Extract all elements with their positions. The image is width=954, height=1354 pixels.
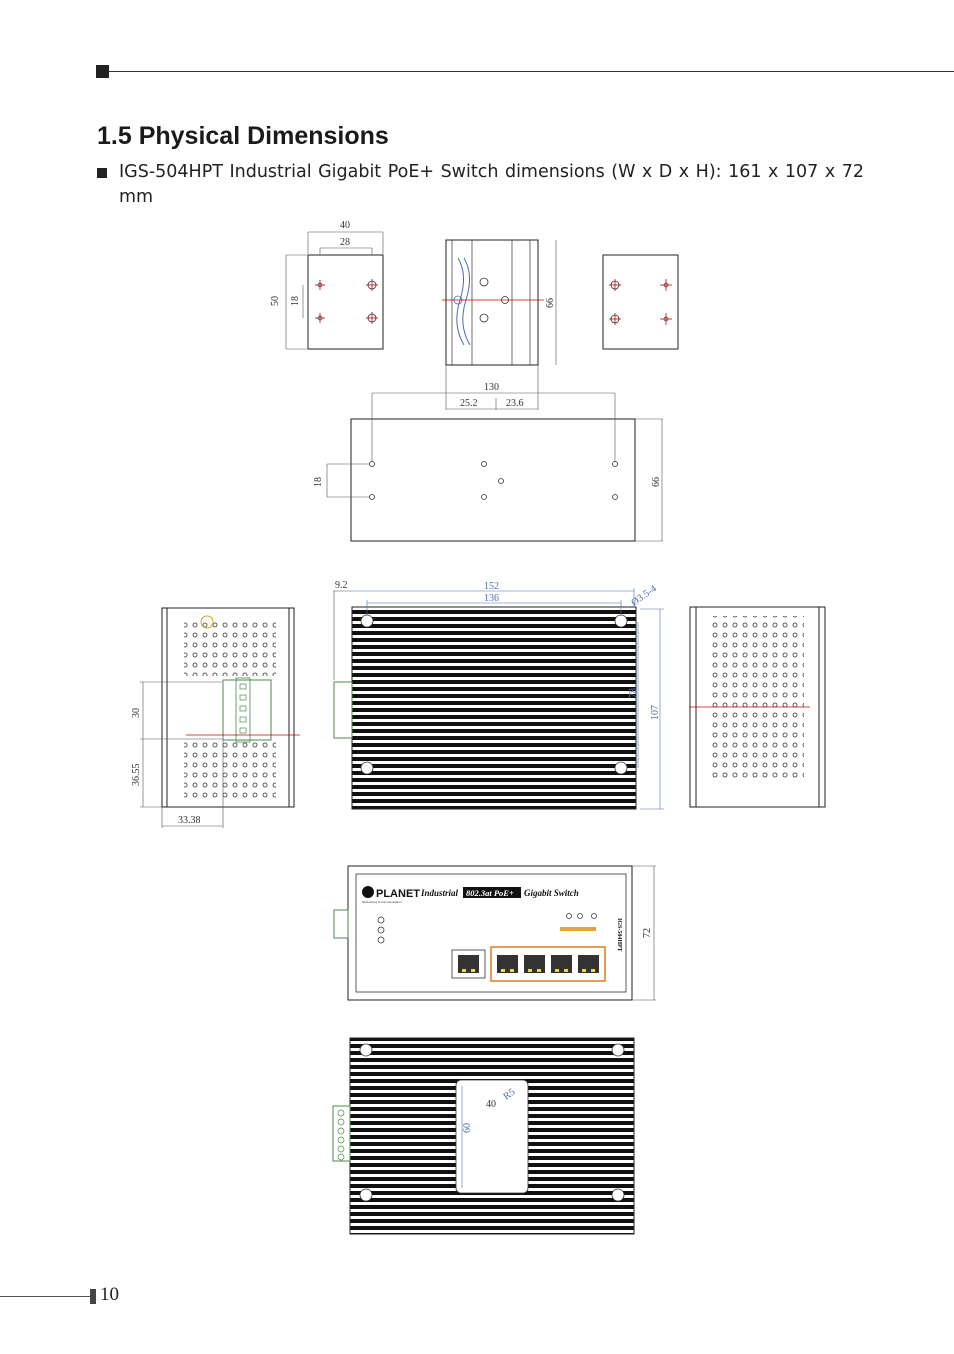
panel-title-right: Gigabit Switch: [524, 888, 579, 898]
dim-18: 18: [290, 296, 301, 306]
din-plate-front-view: 40 28 50 18: [270, 220, 384, 350]
dimensions-text: IGS-504HPT Industrial Gigabit PoE+ Switc…: [119, 162, 864, 207]
dim-40-bottom: 40: [486, 1099, 496, 1110]
dim-136: 136: [484, 593, 499, 604]
dim-72: 72: [642, 928, 653, 938]
panel-title-left: Industrial: [420, 888, 459, 898]
panel-title-mid: 802.3at PoE+: [466, 888, 514, 898]
footer-block: [90, 1289, 96, 1304]
section-title: 1.5 Physical Dimensions: [97, 122, 389, 150]
dim-50: 50: [270, 296, 281, 306]
dim-23-6: 23.6: [506, 398, 524, 409]
dim-radius: R5: [501, 1087, 517, 1103]
dim-9-2: 9.2: [335, 580, 348, 591]
brand-name: PLANET: [376, 888, 420, 900]
dim-60-bottom: 60: [462, 1123, 473, 1133]
dim-66-plate: 66: [651, 477, 662, 487]
header-rule: [108, 71, 954, 72]
dim-18-plate: 18: [313, 477, 324, 487]
dim-107: 107: [650, 705, 661, 720]
brand-tagline: Networking & Communication: [362, 900, 402, 904]
din-rail-clip-view: 66: [442, 239, 557, 366]
dim-78: 78: [628, 688, 639, 698]
front-panel-view: 72 PLANET Networking & Communication Ind…: [333, 865, 656, 1001]
dim-25-2: 25.2: [460, 398, 478, 409]
dim-40: 40: [340, 220, 350, 231]
din-plate-rear-view: [602, 254, 679, 350]
wall-mount-plate-view: 66 130 25.2 23.6 18: [313, 365, 663, 542]
model-label: IGS-504HPT: [616, 918, 622, 952]
bullet-square-icon: [97, 168, 107, 178]
footer-rule: [0, 1296, 90, 1297]
bottom-view: 40 60 R5: [332, 1037, 635, 1235]
dim-152: 152: [484, 581, 499, 592]
left-side-view: 30 36.55 33.38: [131, 607, 300, 828]
dim-130: 130: [484, 382, 499, 393]
dim-28: 28: [340, 237, 350, 248]
dim-30: 30: [131, 708, 142, 718]
dim-hole: Ø3.5-4: [629, 583, 658, 608]
dim-66-clip: 66: [545, 298, 556, 308]
dim-36-55: 36.55: [131, 764, 142, 787]
page-number: 10: [100, 1284, 119, 1305]
right-side-view: [689, 606, 826, 808]
header-block: [96, 65, 109, 78]
top-view: 9.2 152 136 Ø3.5-4 107 78: [333, 580, 664, 810]
dim-33-38: 33.38: [178, 815, 201, 826]
